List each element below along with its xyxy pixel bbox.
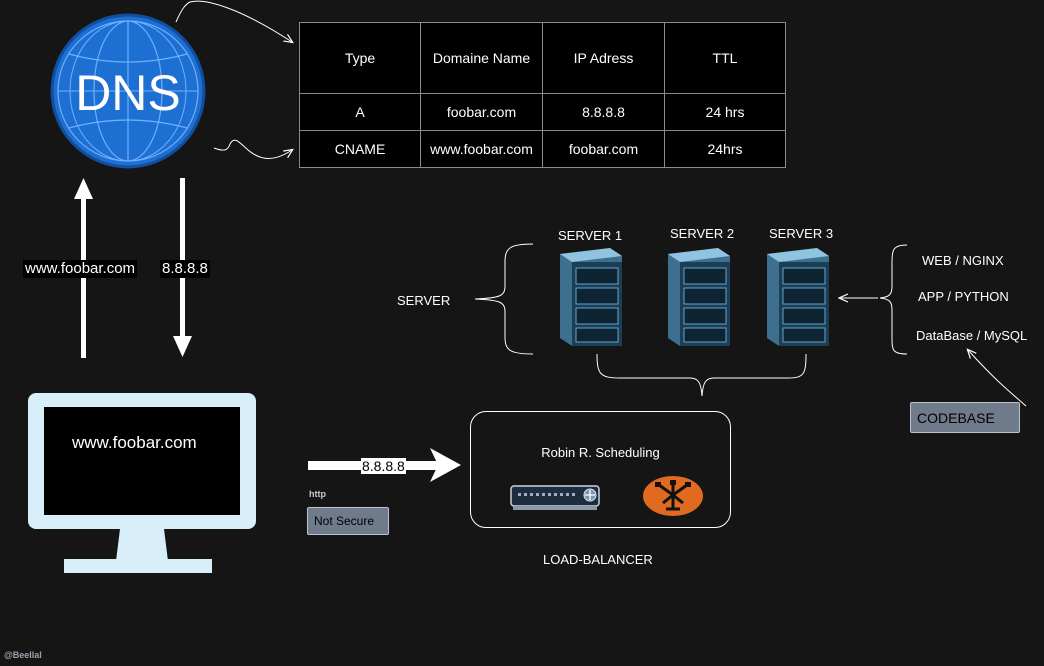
dns-records-table: Type Domaine Name IP Adress TTL A foobar… bbox=[299, 22, 786, 168]
table-cell: 24 hrs bbox=[664, 93, 786, 131]
table-cell: CNAME bbox=[299, 130, 421, 168]
server-1-label: SERVER 1 bbox=[558, 228, 623, 243]
table-header-cell: Domaine Name bbox=[420, 22, 543, 94]
server-bottom-brace bbox=[596, 353, 807, 397]
not-secure-badge: Not Secure bbox=[307, 507, 389, 535]
load-balancer-box: Robin R. Scheduling bbox=[470, 411, 731, 528]
response-arrow-down bbox=[173, 178, 192, 357]
computer-monitor-icon: www.foobar.com bbox=[28, 393, 256, 575]
table-header-cell: Type bbox=[299, 22, 421, 94]
network-switch-icon bbox=[510, 484, 604, 512]
stack-right-brace bbox=[879, 244, 908, 355]
lb-algorithm-label: Robin R. Scheduling bbox=[541, 445, 660, 460]
server-rack-icon bbox=[767, 248, 829, 346]
monitor-screen-url: www.foobar.com bbox=[72, 433, 197, 452]
table-cell: www.foobar.com bbox=[420, 130, 543, 168]
stack-app-label: APP / PYTHON bbox=[918, 289, 1009, 304]
dns-logo-text: DNS bbox=[75, 65, 181, 121]
server-3-label: SERVER 3 bbox=[769, 226, 834, 241]
stack-db-label: DataBase / MySQL bbox=[916, 328, 1028, 343]
codebase-to-stack-arrow bbox=[968, 350, 1027, 407]
protocol-label: http bbox=[309, 489, 326, 499]
author-credit: @Beellal bbox=[4, 650, 42, 660]
load-balancer-icon bbox=[642, 475, 704, 517]
response-ip-label: 8.8.8.8 bbox=[160, 260, 210, 278]
lb-ip-label: 8.8.8.8 bbox=[361, 458, 406, 474]
stack-web-label: WEB / NGINX bbox=[922, 253, 1004, 268]
codebase-box: CODEBASE bbox=[910, 402, 1020, 433]
lb-caption: LOAD-BALANCER bbox=[543, 552, 653, 567]
server-rack-icon bbox=[668, 248, 730, 346]
table-row: CNAME www.foobar.com foobar.com 24hrs bbox=[299, 130, 786, 168]
server-group-label: SERVER bbox=[397, 293, 451, 308]
dns-to-table-arrow-top bbox=[175, 0, 292, 42]
request-domain-label: www.foobar.com bbox=[23, 260, 138, 278]
table-cell: 8.8.8.8 bbox=[542, 93, 665, 131]
table-header-cell: TTL bbox=[664, 22, 786, 94]
table-header-row: Type Domaine Name IP Adress TTL bbox=[299, 22, 786, 94]
server-rack-icon bbox=[560, 248, 622, 346]
table-row: A foobar.com 8.8.8.8 24 hrs bbox=[299, 93, 786, 131]
table-cell: foobar.com bbox=[542, 130, 665, 168]
dns-globe-icon: DNS bbox=[49, 12, 207, 170]
server-2-label: SERVER 2 bbox=[670, 226, 735, 241]
server-left-brace bbox=[474, 243, 534, 355]
dns-to-table-arrow-bottom bbox=[213, 139, 292, 159]
table-header-cell: IP Adress bbox=[542, 22, 665, 94]
table-cell: 24hrs bbox=[664, 130, 786, 168]
table-cell: foobar.com bbox=[420, 93, 543, 131]
table-cell: A bbox=[299, 93, 421, 131]
